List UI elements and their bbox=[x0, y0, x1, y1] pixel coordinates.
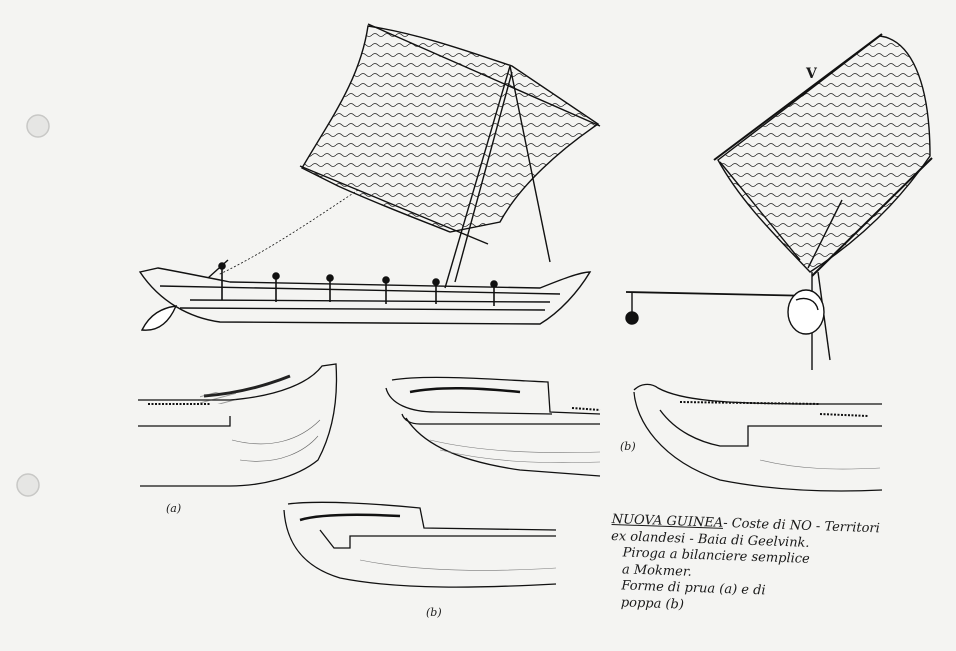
detail-b-top bbox=[385, 376, 601, 477]
side-hull bbox=[138, 267, 592, 325]
binder-hole-top bbox=[26, 114, 50, 138]
label-a: (a) bbox=[166, 502, 182, 515]
caption-heading: NUOVA GUINEA bbox=[611, 512, 724, 531]
label-b-right: (b) bbox=[620, 440, 636, 453]
label-v: V bbox=[806, 66, 817, 82]
side-sail bbox=[301, 25, 600, 233]
canoe-side-view bbox=[138, 23, 601, 331]
caption: NUOVA GUINEA- Coste di NO - Territori ex… bbox=[609, 512, 912, 621]
detail-b-right bbox=[633, 383, 883, 492]
canoe-front-view bbox=[625, 33, 933, 370]
detail-b-bottom bbox=[283, 501, 557, 588]
binder-hole-bottom bbox=[16, 473, 40, 497]
label-b-bottom: (b) bbox=[426, 606, 442, 619]
detail-a bbox=[138, 363, 338, 487]
